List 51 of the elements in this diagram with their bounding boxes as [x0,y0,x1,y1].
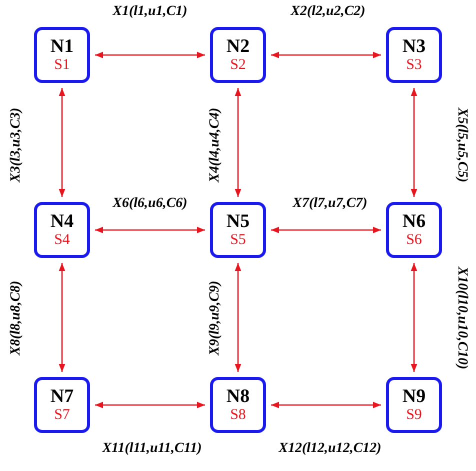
edge-label: X10(l10,u10,C10) [453,266,469,370]
node-box [386,377,442,433]
edge-label: X3(l3,u3,C3) [8,108,24,182]
node-box [210,377,266,433]
node-name: N5 [226,212,250,232]
edge-label: X9(l9,u9,C9) [207,280,223,356]
double-arrow [58,88,66,197]
node-box [386,27,442,83]
node-subtitle: S6 [406,232,422,248]
node-subtitle: S8 [230,406,246,424]
edge-label: X2(l2,u2,C2) [290,4,366,20]
node-box [210,202,266,258]
node-name: N6 [402,212,426,232]
node-subtitle: S5 [230,232,246,248]
node-box [34,202,90,258]
node-name: N9 [402,386,426,407]
edge-label: X12(l12,u12,C12) [278,441,382,457]
double-arrow [95,402,205,408]
edge-label: X4(l4,u4,C4) [207,108,223,182]
double-arrow [234,88,242,197]
edge-label: X1(l1,u1,C1) [112,4,188,20]
double-arrow [410,88,418,197]
edge-label: X5(l5,u5,C5) [453,108,469,182]
node-name: N7 [50,386,74,407]
node-subtitle: S3 [406,56,422,74]
double-arrow [58,263,66,372]
node-name: N8 [226,386,250,407]
edge-label: X8(l8,u8,C8) [8,280,24,356]
node-box [386,202,442,258]
edge-label: X7(l7,u7,C7) [292,196,368,212]
double-arrow [271,402,381,408]
node-subtitle: S7 [54,406,70,424]
double-arrow [234,263,242,372]
double-arrow [271,52,381,58]
node-subtitle: S4 [54,232,70,248]
edge-label: X6(l6,u6,C6) [112,196,188,212]
node-name: N4 [50,212,74,232]
node-name: N1 [50,36,74,57]
double-arrow [271,226,381,234]
node-box [34,27,90,83]
double-arrow [95,226,205,234]
node-subtitle: S1 [54,56,70,74]
double-arrow [95,52,205,58]
node-box [210,27,266,83]
node-subtitle: S9 [406,406,422,424]
node-subtitle: S2 [230,56,246,74]
node-name: N3 [402,36,426,57]
double-arrow [410,263,418,372]
edge-label: X11(l11,u11,C11) [102,441,202,457]
node-name: N2 [226,36,250,57]
node-box [34,377,90,433]
